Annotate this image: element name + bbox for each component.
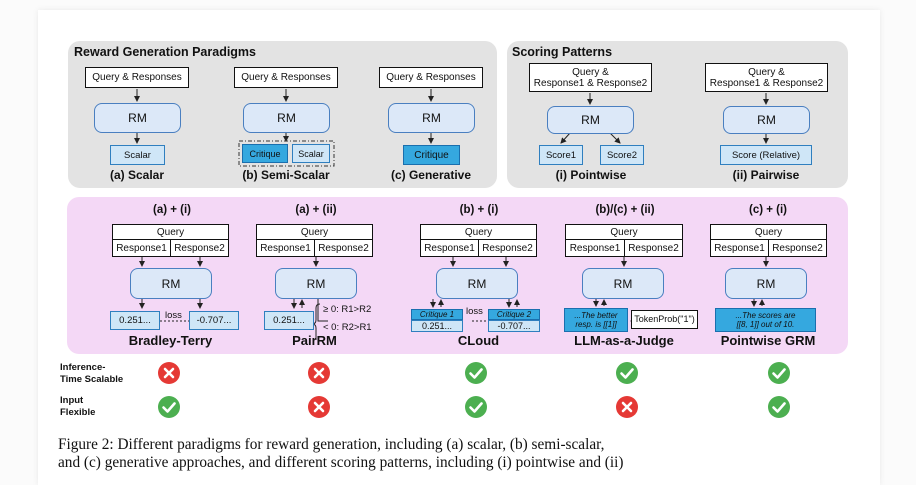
score2-box: Score2: [600, 145, 644, 165]
judge-method-name: LLM-as-a-Judge: [574, 333, 674, 348]
bt-head: (a) + (i): [152, 204, 191, 216]
critique-box-c: Critique: [403, 145, 460, 165]
judge-critique-line1: ...The better: [574, 311, 618, 320]
query-responses-box-b: Query & Responses: [234, 67, 338, 88]
criterion-1-label: Inference- Time Scalable: [60, 362, 123, 386]
criterion-1-line1: Inference-: [60, 362, 106, 373]
score-relative-box: Score (Relative): [720, 145, 812, 165]
cloud-critique2-box: Critique 2: [488, 309, 540, 320]
pairrm-rm-box: RM: [275, 268, 357, 299]
check-icon: [768, 396, 790, 418]
bt-loss-label: loss: [165, 310, 182, 321]
judge-rm-box: RM: [582, 268, 664, 299]
grm-response1-box: Response1: [710, 239, 769, 257]
query-responses-box-a: Query & Responses: [85, 67, 189, 88]
judge-head: (b)/(c) + (ii): [595, 204, 655, 216]
check-icon: [768, 362, 790, 384]
grm-method-name: Pointwise GRM: [720, 333, 816, 348]
grm-rm-box: RM: [725, 268, 807, 299]
bt-response1-box: Response1: [112, 239, 171, 257]
caption-line-2: and (c) generative approaches, and diffe…: [58, 454, 624, 471]
criterion-1-line2: Time Scalable: [60, 374, 124, 385]
judge-critique-line2: resp. is [[1]]: [575, 320, 617, 329]
caption-a-scalar: (a) Scalar: [109, 168, 165, 182]
pairrm-query-box: Query: [256, 224, 373, 240]
check-icon: [616, 362, 638, 384]
pairwise-input-box: Query & Response1 & Response2: [705, 63, 828, 92]
caption-c-generative: (c) Generative: [390, 168, 472, 182]
cloud-score2-box: -0.707...: [488, 320, 540, 332]
pairrm-head: (a) + (ii): [295, 204, 337, 216]
judge-query-box: Query: [565, 224, 683, 240]
scoring-patterns-title: Scoring Patterns: [512, 45, 613, 59]
grm-critique-line1: ...The scores are: [735, 311, 796, 320]
grm-critique-line2: [[8, 1]] out of 10.: [736, 320, 795, 329]
pointwise-input-box: Query & Response1 & Response2: [529, 63, 652, 92]
cross-icon: [616, 396, 638, 418]
figure-caption: Figure 2: Different paradigms for reward…: [58, 436, 894, 472]
check-icon: [158, 396, 180, 418]
cloud-critique1-box: Critique 1: [411, 309, 463, 320]
pairrm-method-name: PairRM: [292, 333, 337, 348]
pointwise-input-line2: Response1 & Response2: [533, 77, 648, 89]
cross-icon: [308, 362, 330, 384]
rm-box-a: RM: [94, 103, 181, 133]
pairwise-input-line1: Query &: [748, 66, 785, 78]
cloud-loss-label: loss: [466, 306, 483, 317]
pairrm-response1-box: Response1: [256, 239, 315, 257]
check-icon: [465, 362, 487, 384]
cloud-response1-box: Response1: [420, 239, 479, 257]
rm-box-pairwise: RM: [723, 106, 810, 134]
pairrm-rule-1: ≥ 0: R1>R2: [323, 304, 372, 315]
cross-icon: [308, 396, 330, 418]
cloud-query-box: Query: [420, 224, 537, 240]
cross-icon: [158, 362, 180, 384]
pairrm-rule-2: < 0: R2>R1: [323, 322, 372, 333]
bt-rm-box: RM: [130, 268, 212, 299]
grm-head: (c) + (i): [748, 204, 787, 216]
pointwise-input-line1: Query &: [572, 66, 609, 78]
caption-b-semi-scalar: (b) Semi-Scalar: [242, 168, 330, 182]
bt-response2-box: Response2: [170, 239, 229, 257]
pairwise-input-line2: Response1 & Response2: [709, 77, 824, 89]
query-responses-box-c: Query & Responses: [379, 67, 483, 88]
judge-response2-box: Response2: [624, 239, 683, 257]
criterion-2-line1: Input: [60, 395, 84, 406]
scalar-output-box: Scalar: [110, 145, 165, 165]
cloud-score1-box: 0.251...: [411, 320, 463, 332]
judge-critique-box: ...The better resp. is [[1]]: [564, 308, 628, 332]
scalar-box-b: Scalar: [292, 144, 330, 163]
judge-response1-box: Response1: [565, 239, 625, 257]
criterion-2-label: Input Flexible: [60, 395, 95, 419]
reward-paradigms-title: Reward Generation Paradigms: [74, 45, 257, 59]
caption-i-pointwise: (i) Pointwise: [555, 168, 627, 182]
cloud-response2-box: Response2: [478, 239, 537, 257]
cloud-head: (b) + (i): [459, 204, 499, 216]
judge-tokenprob-box: TokenProb("1"): [631, 310, 698, 329]
score1-box: Score1: [539, 145, 583, 165]
pairrm-response2-box: Response2: [314, 239, 373, 257]
rm-box-b: RM: [243, 103, 330, 133]
bt-method-name: Bradley-Terry: [128, 333, 213, 348]
rm-box-c: RM: [388, 103, 475, 133]
caption-line-1: Figure 2: Different paradigms for reward…: [58, 436, 605, 453]
bt-score1-box: 0.251...: [110, 311, 160, 330]
grm-critique-box: ...The scores are [[8, 1]] out of 10.: [715, 308, 816, 332]
grm-response2-box: Response2: [768, 239, 827, 257]
criterion-2-line2: Flexible: [60, 407, 96, 418]
cloud-method-name: CLoud: [457, 333, 500, 348]
critique-box-b: Critique: [242, 144, 288, 163]
bt-score2-box: -0.707...: [189, 311, 239, 330]
grm-query-box: Query: [710, 224, 827, 240]
cloud-rm-box: RM: [436, 268, 518, 299]
caption-ii-pairwise: (ii) Pairwise: [732, 168, 800, 182]
pairrm-score-box: 0.251...: [264, 311, 314, 330]
check-icon: [465, 396, 487, 418]
rm-box-pointwise: RM: [547, 106, 634, 134]
bt-query-box: Query: [112, 224, 229, 240]
